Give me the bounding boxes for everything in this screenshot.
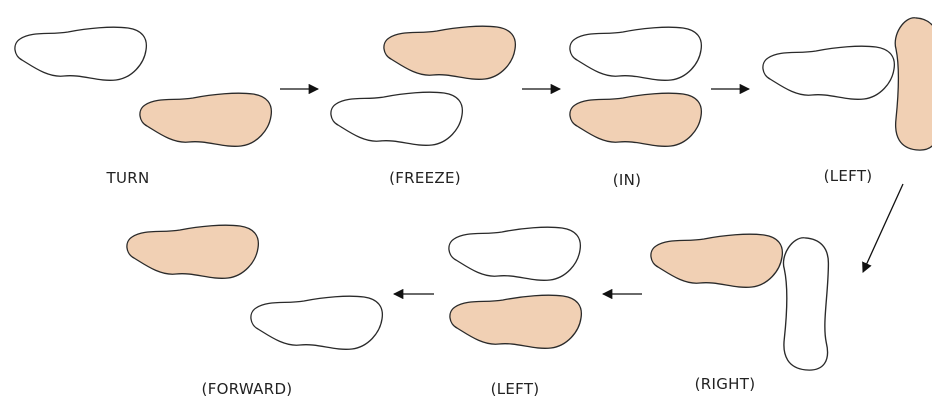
- free-foot: [763, 46, 894, 99]
- step-label-left-2: (LEFT): [491, 380, 540, 398]
- weighted-foot: [450, 295, 581, 348]
- step-label-right: (RIGHT): [695, 375, 756, 393]
- step-label-turn: TURN: [107, 169, 150, 187]
- weighted-foot: [570, 93, 701, 146]
- step-label-left-1: (LEFT): [824, 167, 873, 185]
- weighted-foot: [895, 18, 932, 150]
- free-foot: [449, 227, 580, 280]
- step-turn-figure: [15, 27, 271, 146]
- free-foot: [331, 92, 462, 145]
- free-foot: [783, 238, 828, 370]
- step-in-figure: [570, 27, 701, 146]
- step-forward-figure: [127, 225, 382, 349]
- free-foot: [15, 27, 146, 80]
- weighted-foot: [127, 225, 258, 278]
- step-left-figure-1: [763, 18, 932, 150]
- step-label-freeze: (FREEZE): [389, 169, 461, 187]
- step-left-figure-2: [449, 227, 581, 348]
- weighted-foot: [140, 93, 271, 146]
- step-label-forward: (FORWARD): [202, 380, 293, 398]
- free-foot: [570, 27, 701, 80]
- step-label-in: (IN): [613, 171, 642, 189]
- weighted-foot: [651, 234, 782, 287]
- free-foot: [251, 296, 382, 349]
- weighted-foot: [384, 26, 515, 79]
- step-right-figure: [651, 234, 828, 370]
- arrow-4: [863, 184, 903, 272]
- step-freeze-figure: [331, 26, 515, 145]
